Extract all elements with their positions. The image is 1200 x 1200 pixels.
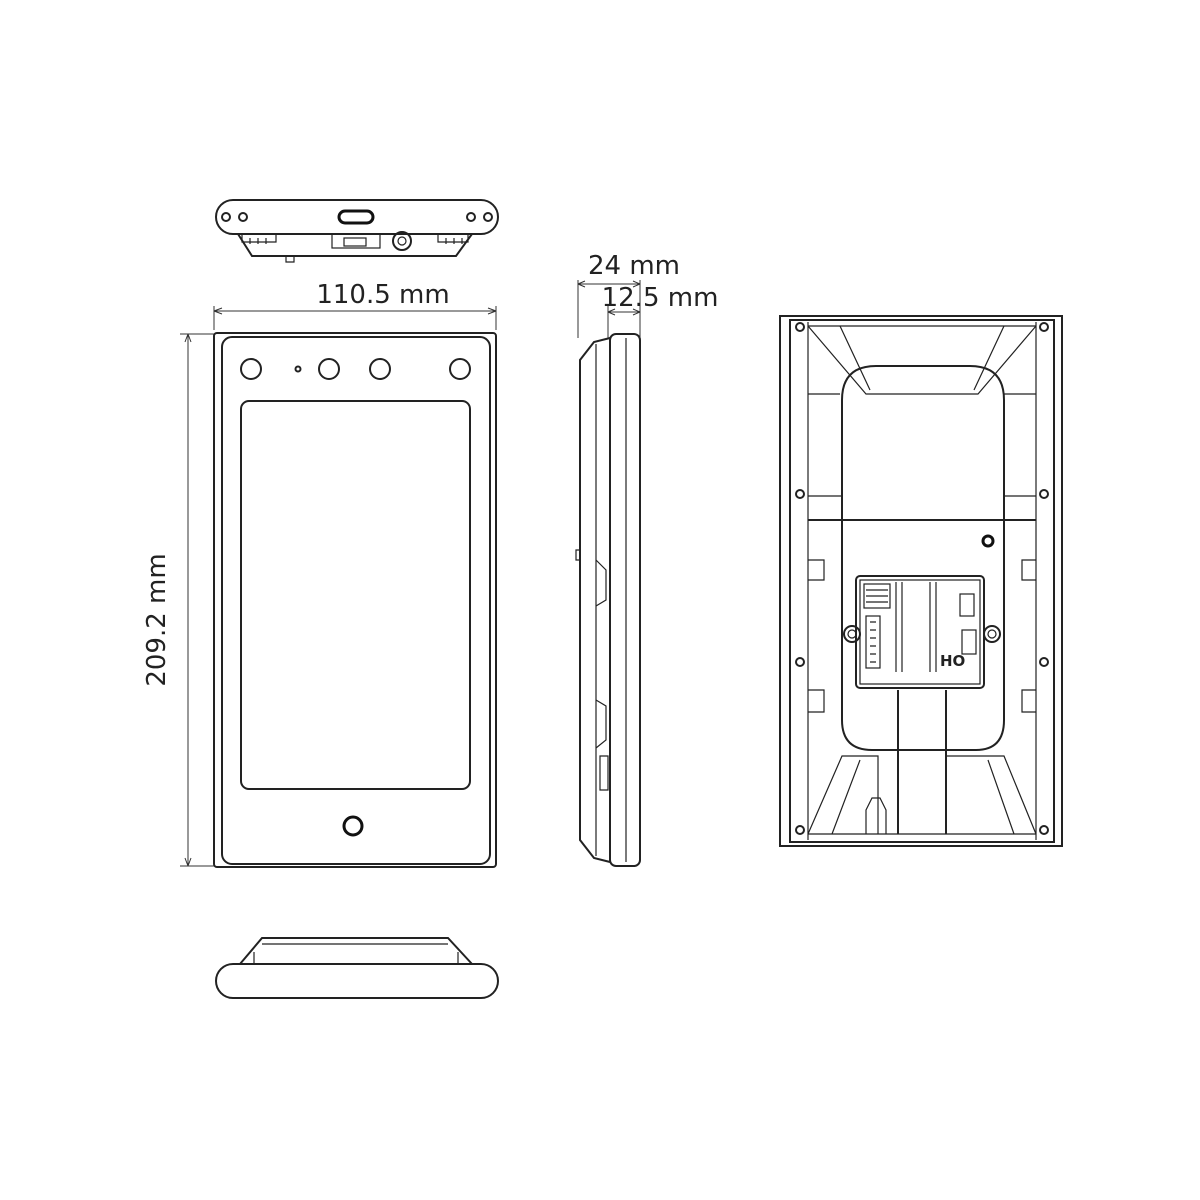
side-view	[575, 333, 641, 867]
touch-screen	[240, 400, 471, 790]
screw-icon	[795, 489, 805, 499]
rear-view: HO	[779, 315, 1063, 847]
total-depth-label: 24 mm	[588, 251, 680, 281]
front-view	[213, 332, 497, 868]
camera-lens-icon	[318, 358, 340, 380]
screw-icon	[795, 322, 805, 332]
screw-icon	[1039, 489, 1049, 499]
bottom-view	[215, 937, 499, 999]
rear-panel-marking: HO	[940, 652, 965, 670]
height-dimension: 209.2 mm	[142, 333, 214, 867]
ir-light-icon	[449, 358, 471, 380]
screw-icon	[795, 825, 805, 835]
ir-light-icon	[369, 358, 391, 380]
screw-icon	[1039, 825, 1049, 835]
card-reader-icon	[342, 815, 364, 837]
screw-hole-icon	[981, 534, 995, 548]
depth-dimensions: 24 mm 12.5 mm	[577, 251, 719, 338]
camera-lens-icon	[240, 358, 262, 380]
screw-icon	[795, 657, 805, 667]
width-label: 110.5 mm	[316, 280, 449, 310]
usb-c-port-icon	[337, 209, 375, 225]
height-label: 209.2 mm	[142, 553, 172, 686]
top-view	[215, 199, 499, 263]
body-depth-label: 12.5 mm	[602, 283, 719, 313]
screw-icon	[1039, 657, 1049, 667]
microphone-icon	[294, 365, 302, 373]
screw-icon	[1039, 322, 1049, 332]
wiring-compartment	[855, 575, 985, 689]
width-dimension: 110.5 mm	[213, 280, 497, 330]
